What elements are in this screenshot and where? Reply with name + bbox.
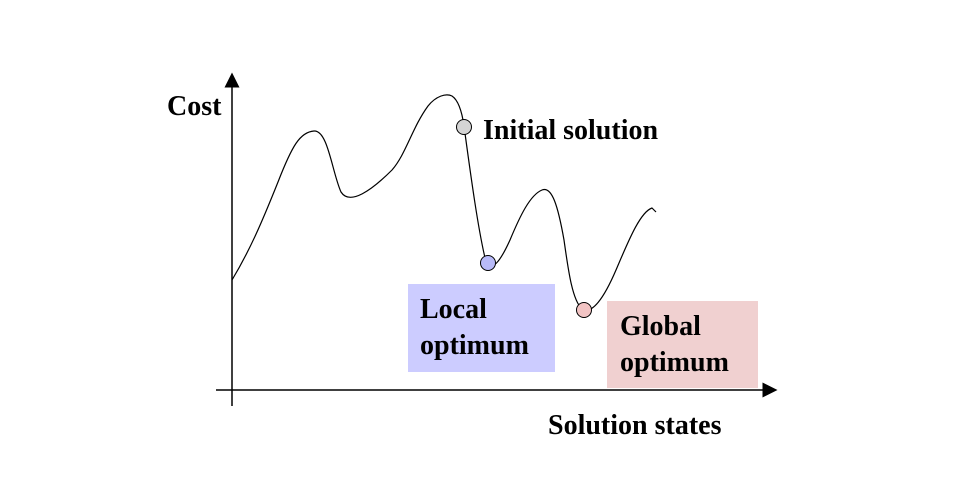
global-optimum-label-line1: Global (620, 311, 701, 342)
x-axis-label: Solution states (548, 410, 722, 441)
global-optimum-label-line2: optimum (620, 347, 729, 378)
local-optimum-label-line1: Local (420, 294, 487, 325)
local-optimum-label-line2: optimum (420, 330, 529, 361)
initial-solution-point (456, 119, 472, 135)
initial-solution-label: Initial solution (483, 115, 659, 146)
global-optimum-box: Global optimum (607, 301, 758, 388)
y-axis-label: Cost (167, 91, 222, 122)
local-optimum-point (480, 255, 496, 271)
global-optimum-point (576, 302, 592, 318)
local-optimum-box: Local optimum (408, 284, 555, 372)
